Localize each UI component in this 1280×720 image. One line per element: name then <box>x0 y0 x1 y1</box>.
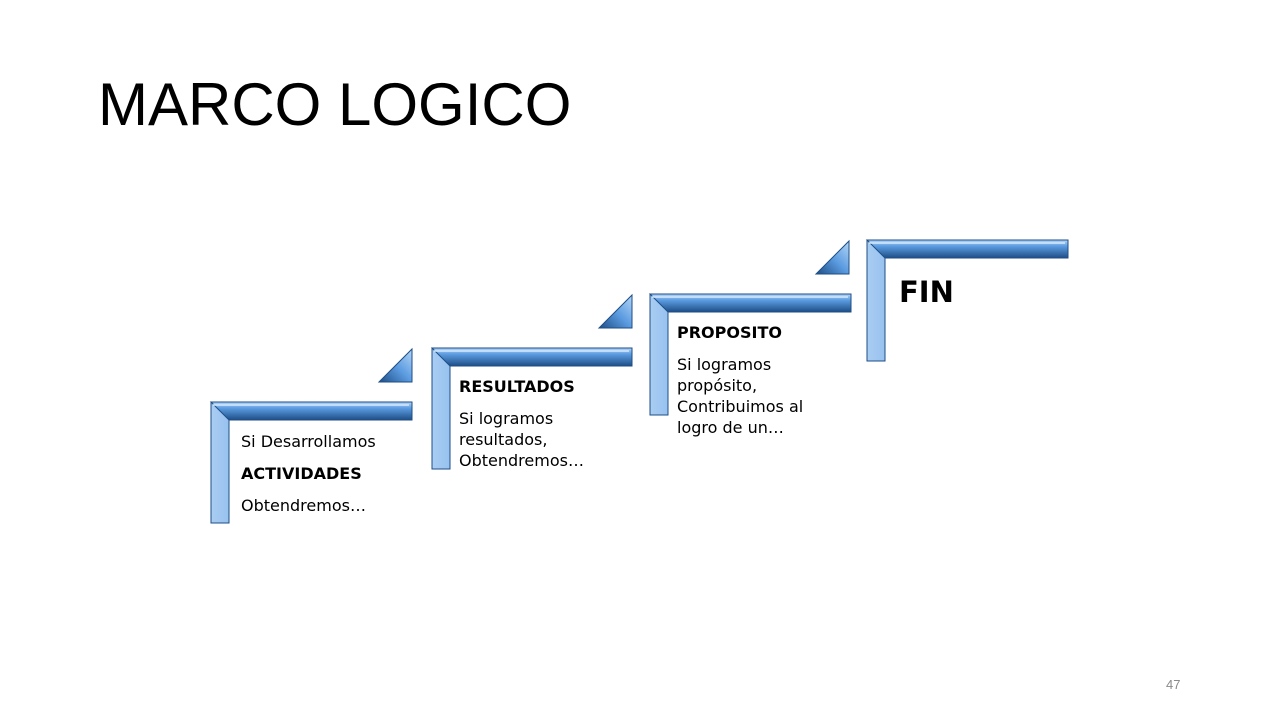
step-1-bracket <box>209 401 413 524</box>
step-3-text: PROPOSITO Si logramos propósito, Contrib… <box>677 322 803 438</box>
step-3-line-2: propósito, <box>677 376 758 395</box>
step-3-connector <box>814 239 850 275</box>
step-3-line-3: Contribuimos al <box>677 397 804 416</box>
step-3-line-4: logro de un… <box>677 418 784 437</box>
step-4-heading: FIN <box>899 275 954 309</box>
step-1-intro: Si Desarrollamos <box>241 432 376 451</box>
step-2-bracket <box>430 347 633 470</box>
step-3-heading: PROPOSITO <box>677 323 782 342</box>
step-1-connector <box>377 347 413 383</box>
step-2-line-1: Si logramos <box>459 409 554 428</box>
step-4-bracket <box>865 239 1069 362</box>
page-number: 47 <box>1166 677 1181 692</box>
slide-title: MARCO LOGICO <box>98 71 572 138</box>
step-1-outcome: Obtendremos… <box>241 496 366 515</box>
step-2-connector <box>597 293 633 329</box>
step-4-text: FIN <box>899 275 954 309</box>
step-1-heading: ACTIVIDADES <box>241 464 362 483</box>
step-2-text: RESULTADOS Si logramos resultados, Obten… <box>459 376 584 471</box>
step-2-line-3: Obtendremos… <box>459 451 584 470</box>
step-2-heading: RESULTADOS <box>459 377 575 396</box>
step-1-text: Si Desarrollamos ACTIVIDADES Obtendremos… <box>241 431 376 516</box>
step-2-line-2: resultados, <box>459 430 548 449</box>
step-3-line-1: Si logramos <box>677 355 772 374</box>
step-3-bracket <box>648 293 852 416</box>
